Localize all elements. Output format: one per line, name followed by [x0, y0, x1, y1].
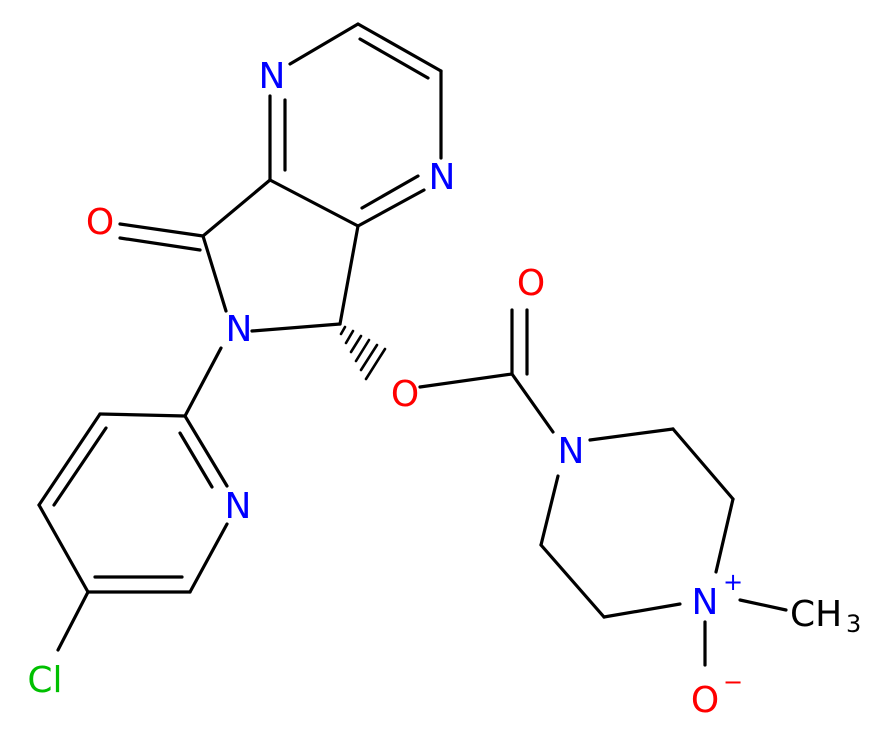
- hash: [344, 329, 355, 345]
- hash: [349, 334, 363, 354]
- bond: [268, 178, 360, 228]
- atom-chlorine: Cl: [27, 660, 62, 701]
- bond: [188, 522, 229, 594]
- bond: [588, 427, 675, 442]
- bond: [356, 22, 443, 73]
- piperazine-ring: [539, 427, 788, 667]
- hash: [339, 325, 347, 336]
- bond-double-inner: [358, 37, 430, 80]
- atom-n-pyrazine-right: N: [429, 157, 456, 198]
- methyl-subscript: 3: [846, 610, 861, 638]
- bond: [183, 346, 223, 418]
- hash: [364, 347, 387, 381]
- bond: [183, 414, 229, 488]
- bond: [539, 543, 606, 619]
- bond: [250, 322, 342, 333]
- charge-minus: −: [723, 668, 743, 696]
- carbamate-group: [418, 308, 555, 434]
- pyridine-ring: [37, 346, 229, 652]
- bond: [37, 412, 102, 507]
- hash: [359, 343, 379, 372]
- atom-labels: N N O N O O N N N + CH 3 O − Cl: [27, 56, 861, 721]
- bond: [201, 234, 228, 313]
- bond: [602, 602, 682, 619]
- bond-double-inner: [52, 426, 108, 507]
- atom-n-piperazine: N: [558, 431, 585, 472]
- bond: [37, 503, 90, 594]
- hashed-wedge-bond: [339, 325, 387, 381]
- bond: [510, 372, 555, 434]
- bond-double-inner: [178, 431, 214, 489]
- bond: [118, 222, 205, 238]
- atom-o-ketone: O: [86, 202, 114, 243]
- pyrazine-ring: [268, 22, 443, 228]
- bond: [671, 427, 735, 501]
- charge-plus: +: [723, 568, 743, 596]
- atom-n-lactam: N: [226, 309, 253, 350]
- bond: [539, 474, 560, 547]
- bond: [418, 372, 514, 389]
- bond: [56, 590, 90, 652]
- atom-o-ester: O: [391, 374, 419, 415]
- atom-o-oxide: O: [691, 680, 719, 721]
- atom-o-carbonyl: O: [517, 263, 545, 304]
- atom-n-pyridine: N: [225, 486, 252, 527]
- atom-n-oxide: N: [692, 582, 719, 623]
- bond-double-inner: [360, 174, 420, 210]
- bond: [338, 224, 360, 326]
- bond: [201, 178, 272, 238]
- bond-double: [118, 236, 202, 252]
- bond: [714, 497, 735, 574]
- methyl-group: CH: [790, 594, 842, 635]
- bond: [738, 598, 788, 612]
- bond: [356, 188, 426, 228]
- atom-n-pyrazine-top: N: [259, 56, 286, 97]
- bond: [288, 22, 360, 66]
- bond: [98, 412, 187, 418]
- hash: [354, 338, 371, 363]
- lactam-ring: [118, 178, 360, 333]
